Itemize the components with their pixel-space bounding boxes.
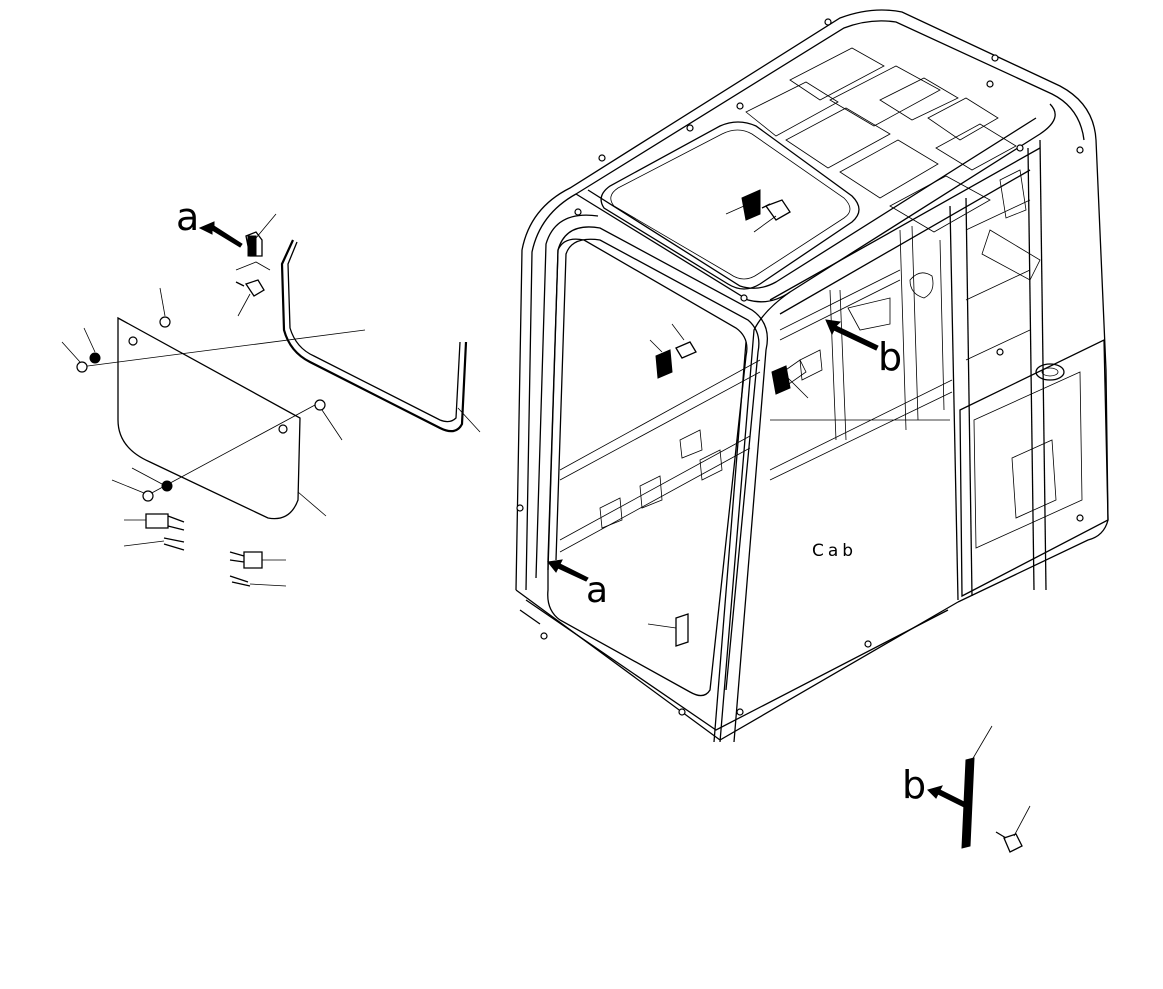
trim-strip	[961, 757, 975, 849]
roof-window	[600, 121, 860, 290]
side-panel-box	[959, 338, 1109, 598]
nut-lower-left	[161, 480, 173, 492]
washer-upper-left	[76, 361, 88, 373]
detail-a-callout: a	[176, 195, 277, 317]
clip-left-upper	[145, 513, 185, 531]
window-clip-detail	[649, 323, 697, 379]
panel-hole-lower	[278, 424, 288, 434]
cab-frame	[515, 9, 1109, 743]
roof-clip-detail	[725, 189, 791, 233]
detail-b-callout: b	[902, 725, 1031, 853]
nut-upper-left	[89, 352, 101, 364]
glass-panel	[117, 316, 301, 520]
ref-label-a-top: a	[176, 195, 199, 239]
glass-panel-assembly	[61, 287, 366, 587]
cab-label: Cab	[812, 541, 857, 561]
grommet-right	[314, 399, 326, 411]
seal-strip	[280, 239, 481, 433]
clip-right-lower	[229, 575, 251, 587]
lower-clip-detail	[647, 613, 689, 647]
front-window	[547, 238, 748, 697]
grommet-upper	[159, 316, 171, 328]
clip-left-lower	[163, 537, 185, 551]
screw-detail-a	[235, 279, 265, 297]
ref-label-a-cab: a	[586, 570, 608, 611]
side-oval-hatch	[1035, 363, 1065, 381]
clip-right-upper	[229, 551, 263, 569]
panel-hole-upper	[128, 336, 138, 346]
washer-lower-left	[142, 490, 154, 502]
screw-detail-b	[995, 831, 1023, 853]
arrow-left-icon-b	[927, 785, 969, 809]
ref-a-cab-callout: a	[547, 559, 608, 611]
arrow-left-icon	[198, 221, 243, 248]
ref-b-cab-callout: b	[771, 319, 902, 399]
ref-label-b-cab: b	[878, 335, 902, 379]
ref-label-b-detail: b	[902, 763, 926, 807]
